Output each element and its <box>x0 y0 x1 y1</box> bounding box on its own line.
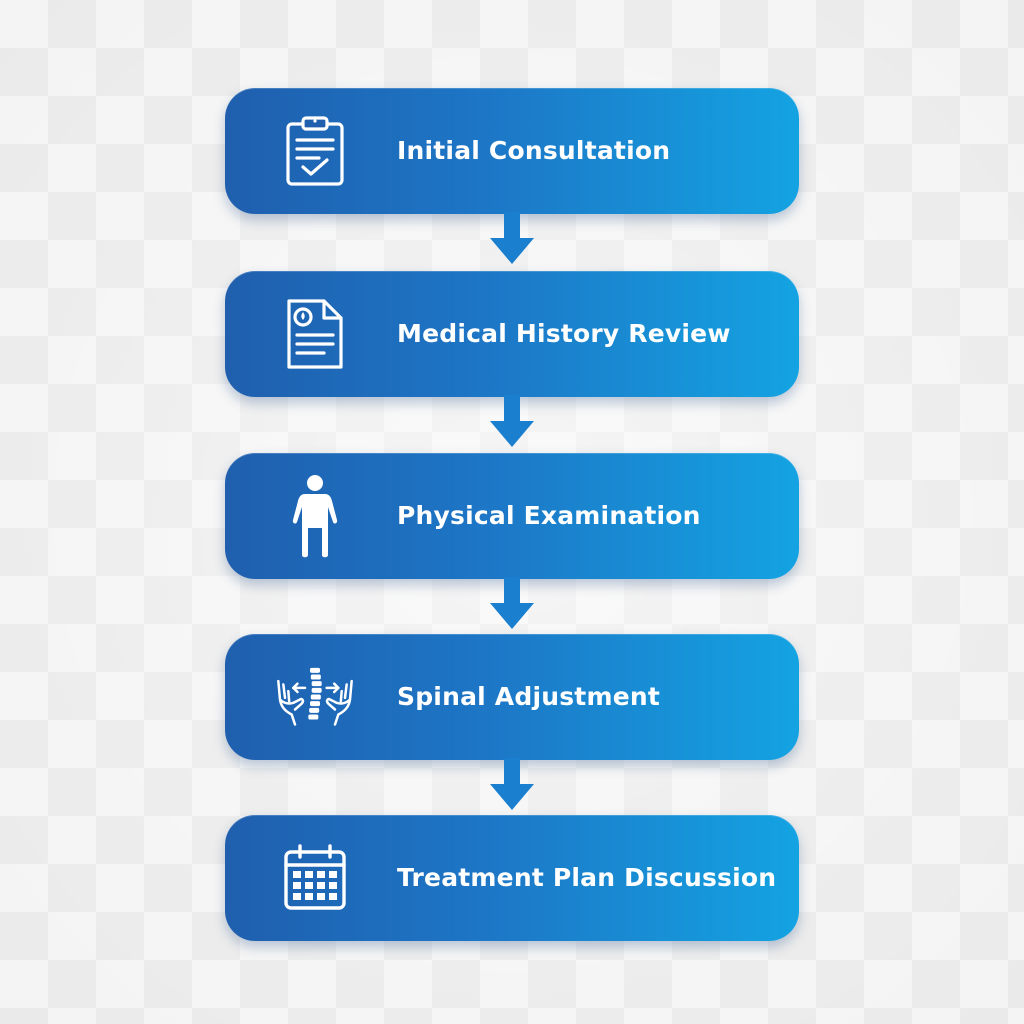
step-initial-consultation: Initial Consultation <box>225 88 799 214</box>
step-label: Treatment Plan Discussion <box>397 863 777 892</box>
clipboard-check-icon <box>275 111 355 191</box>
down-arrow-icon <box>490 395 534 449</box>
person-icon <box>275 475 355 558</box>
step-physical-examination: Physical Examination <box>225 453 799 579</box>
step-label: Physical Examination <box>397 501 701 530</box>
calendar-icon <box>275 838 355 918</box>
step-treatment-plan-discussion: Treatment Plan Discussion <box>225 815 799 941</box>
step-label: Medical History Review <box>397 319 731 348</box>
down-arrow-icon <box>490 758 534 812</box>
down-arrow-icon <box>490 577 534 631</box>
step-label: Spinal Adjustment <box>397 682 661 711</box>
spine-hands-icon <box>275 657 355 737</box>
step-spinal-adjustment: Spinal Adjustment <box>225 634 799 760</box>
down-arrow-icon <box>490 212 534 266</box>
medical-document-icon <box>275 294 355 374</box>
step-label: Initial Consultation <box>397 136 671 165</box>
step-medical-history-review: Medical History Review <box>225 271 799 397</box>
